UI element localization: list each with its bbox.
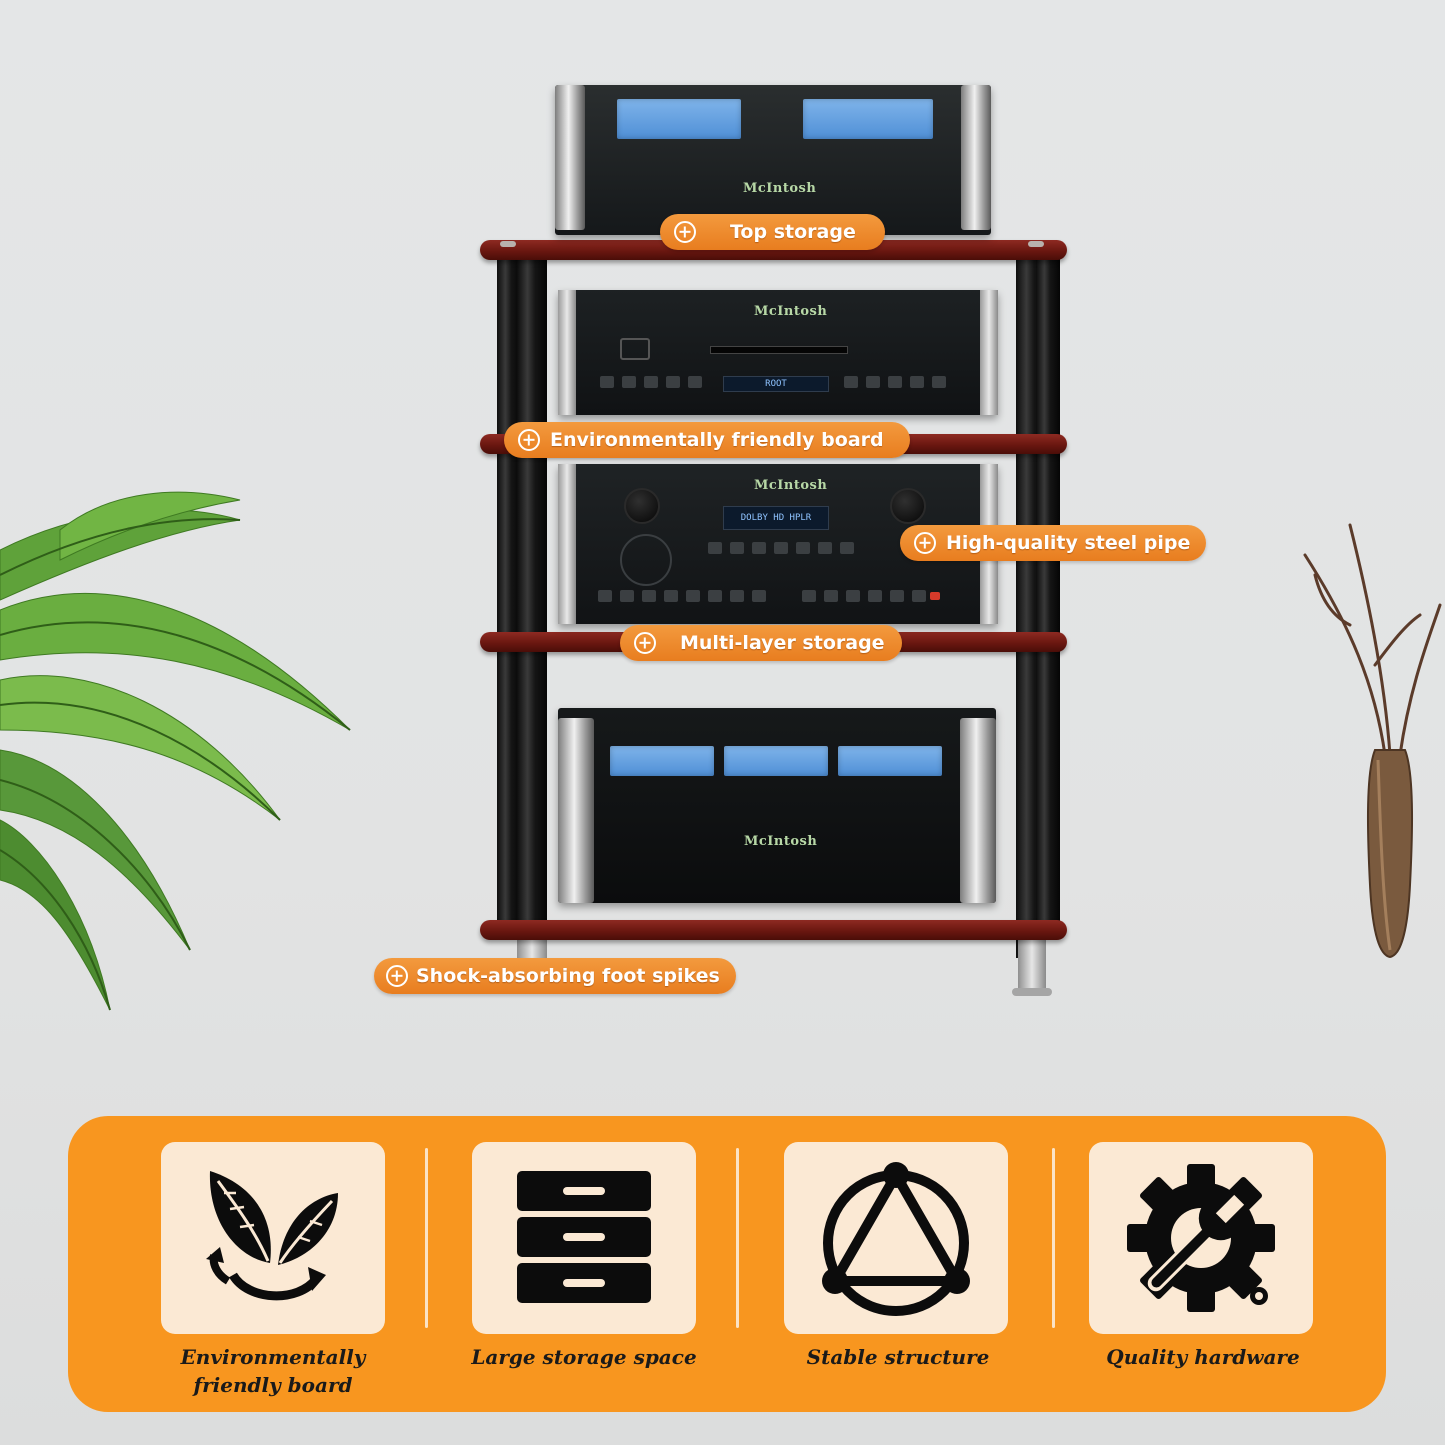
shelf-bolt [500, 241, 516, 247]
power-amplifier-bottom: McIntosh [558, 708, 996, 903]
shelf-bolt [1028, 241, 1044, 247]
feature-tile [784, 1142, 1008, 1334]
processor-button-row-left [598, 590, 766, 602]
feature-tile [161, 1142, 385, 1334]
amplifier-handle-left [555, 85, 585, 230]
standby-light [930, 592, 940, 600]
direction-pad [620, 534, 672, 586]
player-display: ROOT [723, 376, 829, 392]
disc-slot [710, 346, 848, 354]
shelf-top [480, 240, 1067, 260]
feature-stable-structure: Stable structure [748, 1116, 1048, 1412]
shelf-bottom [480, 920, 1067, 940]
feature-quality-hardware: Quality hardware [1053, 1116, 1353, 1412]
feature-eco-board: Environmentally friendly board [123, 1116, 423, 1412]
callout-label: High-quality steel pipe [946, 532, 1191, 554]
leaf-recycle-icon [206, 1171, 338, 1301]
callout-multi-layer: Multi-layer storage [620, 625, 902, 661]
processor-display: DOLBY HD HPLR [723, 506, 829, 530]
processor-side-left [558, 464, 576, 624]
volume-knob [890, 488, 926, 524]
av-control-center: McIntosh DOLBY HD HPLR [558, 464, 998, 624]
processor-button-row-right [802, 590, 926, 602]
callout-label: Shock-absorbing foot spikes [416, 965, 720, 987]
power-meter-3 [838, 746, 942, 776]
feature-label: Large storage space [471, 1345, 697, 1369]
callout-label: Top storage [730, 221, 856, 243]
feature-label: Quality hardware [1106, 1345, 1300, 1369]
feature-tile [472, 1142, 696, 1334]
plus-circle-icon [386, 965, 408, 987]
player-side-right [980, 290, 998, 415]
feature-divider [1052, 1148, 1055, 1328]
feature-label-line1: Environmentally [180, 1345, 366, 1369]
feature-label: Environmentally friendly board [123, 1343, 423, 1399]
callout-steel-pipe: High-quality steel pipe [900, 525, 1206, 561]
plus-circle-icon [914, 532, 936, 554]
amplifier-handle-right [961, 85, 991, 230]
amplifier-handle-right [960, 718, 996, 903]
device-brand-label: McIntosh [744, 834, 818, 849]
callout-top-storage: Top storage [660, 214, 885, 250]
power-meter-left [617, 99, 741, 139]
amplifier-handle-left [558, 718, 594, 903]
feature-tile [1089, 1142, 1313, 1334]
feature-label: Stable structure [806, 1345, 990, 1369]
player-power-switch [620, 338, 650, 360]
plus-circle-icon [518, 429, 540, 451]
plus-circle-icon [634, 632, 656, 654]
plus-circle-icon [674, 221, 696, 243]
device-brand-label: McIntosh [743, 181, 817, 196]
palm-plant-image [0, 491, 351, 1011]
vase-branches-image [1303, 523, 1442, 959]
triangle-structure-icon [822, 1162, 970, 1316]
feature-banner: Environmentally friendly board Large sto… [68, 1116, 1386, 1412]
player-button-row-right [844, 376, 946, 388]
device-brand-label: McIntosh [754, 304, 828, 319]
callout-eco-board: Environmentally friendly board [504, 422, 910, 458]
input-knob [624, 488, 660, 524]
feature-divider [425, 1148, 428, 1328]
device-brand-label: McIntosh [754, 478, 828, 493]
feature-large-storage: Large storage space [434, 1116, 734, 1412]
power-meter-1 [610, 746, 714, 776]
rack-post-front-left [517, 258, 547, 958]
processor-button-row-top [708, 542, 854, 554]
foot-spike-right [1018, 940, 1046, 990]
callout-label: Environmentally friendly board [550, 429, 884, 451]
gear-wrench-icon [1127, 1164, 1275, 1312]
drawers-icon [517, 1171, 651, 1303]
disc-player: McIntosh ROOT [558, 290, 998, 415]
power-meter-2 [724, 746, 828, 776]
power-meter-right [803, 99, 933, 139]
rack-post-back-right [1036, 258, 1060, 938]
callout-label: Multi-layer storage [680, 632, 885, 654]
player-side-left [558, 290, 576, 415]
power-amplifier-top: McIntosh [555, 85, 991, 235]
feature-divider [736, 1148, 739, 1328]
foot-spike-right-base [1012, 988, 1052, 996]
callout-foot-spikes: Shock-absorbing foot spikes [374, 958, 736, 994]
feature-label-line2: friendly board [193, 1373, 353, 1397]
player-button-row-left [600, 376, 702, 388]
